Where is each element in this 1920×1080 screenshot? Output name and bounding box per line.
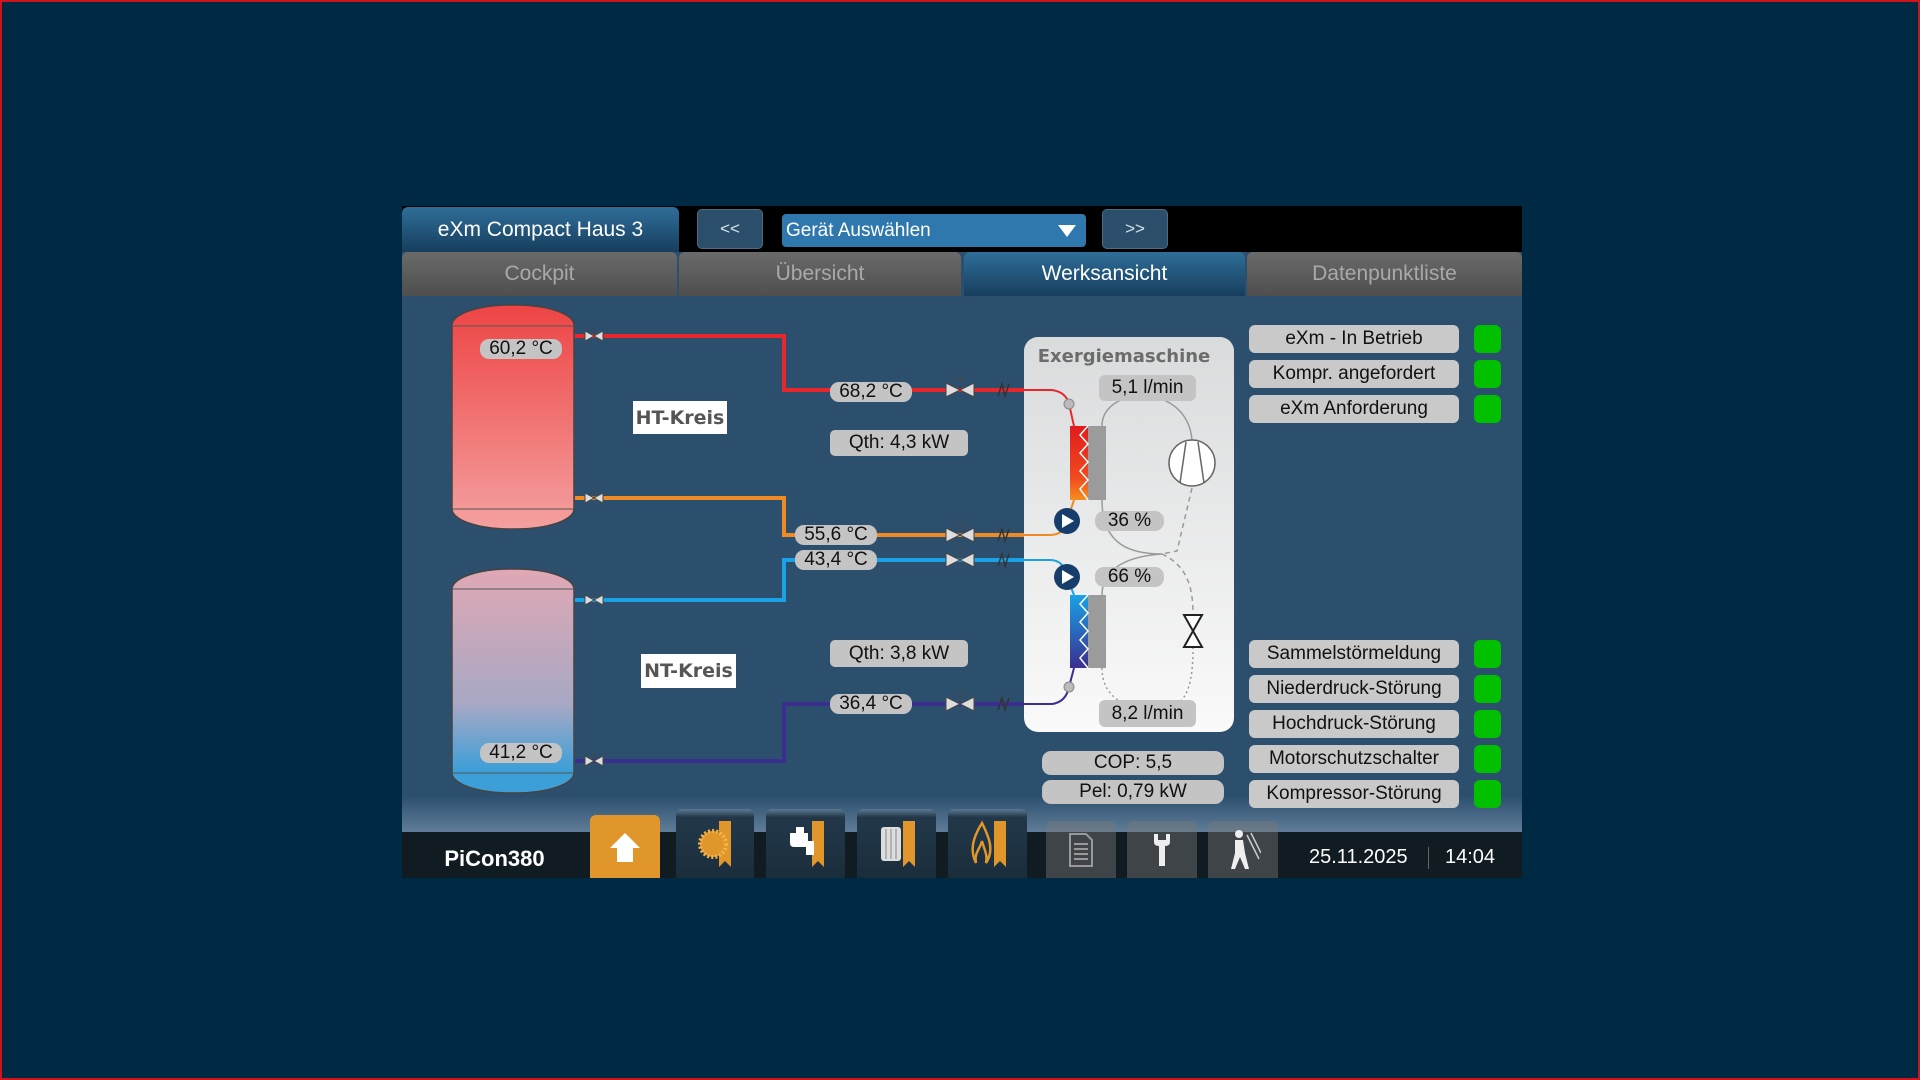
nt-return-temp: 36,4 °C: [830, 693, 912, 714]
status-led: [1474, 325, 1501, 353]
solar-button[interactable]: [676, 809, 754, 878]
machine-title: Exergiemaschine: [1037, 346, 1211, 367]
document-button[interactable]: [1046, 821, 1116, 878]
ht-tank-temp: 60,2 °C: [480, 338, 562, 359]
hydraulic-diagram: [451, 304, 1216, 794]
status-label: Hochdruck-Störung: [1249, 710, 1459, 738]
device-select-value: Gerät Auswählen: [786, 219, 931, 241]
nt-tank-temp: 41,2 °C: [480, 742, 562, 763]
nt-return-pipe: [575, 702, 1024, 763]
ht-circuit-label: HT-Kreis: [633, 401, 727, 434]
ht-storage-tank: [451, 304, 575, 530]
status-label: eXm Anforderung: [1249, 395, 1459, 423]
flow-top: 5,1 l/min: [1099, 375, 1196, 401]
date-display: 25.11.2025: [1309, 846, 1408, 868]
status-led: [1474, 780, 1501, 808]
expansion-valve-icon: [1182, 614, 1204, 648]
evaporator-heat-exchanger: [1070, 594, 1106, 669]
device-title: eXm Compact Haus 3: [402, 207, 679, 252]
status-label: Motorschutzschalter: [1249, 745, 1459, 773]
condenser-heat-exchanger: [1070, 425, 1106, 501]
time-display: 14:04: [1445, 846, 1496, 868]
exergiemaschine-box: [1024, 337, 1234, 732]
chimney-sweep-button[interactable]: [1208, 821, 1278, 878]
chimney-sweep-icon: [1231, 829, 1261, 869]
app-panel: eXm Compact Haus 3 << Gerät Auswählen >>…: [402, 206, 1522, 878]
tab-werksansicht[interactable]: Werksansicht: [964, 252, 1245, 296]
status-led: [1474, 360, 1501, 388]
tap-water-icon: [789, 820, 824, 867]
next-device-button[interactable]: >>: [1102, 209, 1168, 249]
device-select[interactable]: Gerät Auswählen: [782, 214, 1086, 247]
flow-bottom: 8,2 l/min: [1099, 700, 1196, 727]
nt-circuit-label: NT-Kreis: [641, 654, 736, 688]
status-label: Niederdruck-Störung: [1249, 675, 1459, 703]
previous-device-button[interactable]: <<: [697, 209, 763, 249]
sensor-icon: [1063, 681, 1075, 693]
nt-flow-temp: 43,4 °C: [795, 549, 877, 570]
hot-water-button[interactable]: [766, 809, 845, 878]
status-led: [1474, 710, 1501, 738]
tab-uebersicht[interactable]: Übersicht: [679, 252, 961, 296]
wrench-icon: [1154, 833, 1170, 866]
nt-storage-tank: [451, 568, 575, 794]
solar-icon: [698, 820, 731, 867]
ht-return-pipe: [575, 496, 1024, 537]
flame-icon: [970, 819, 1006, 867]
nt-power: Qth: 3,8 kW: [830, 640, 968, 667]
status-led: [1474, 640, 1501, 668]
status-label: eXm - In Betrieb: [1249, 325, 1459, 353]
chevron-down-icon: [1058, 225, 1076, 237]
radiator-icon: [880, 820, 915, 867]
flex-hose-symbols: [997, 381, 1010, 713]
cop-value: COP: 5,5: [1042, 751, 1224, 775]
ht-flow-pipe: [575, 334, 1024, 392]
nt-flow-pipe: [575, 558, 1024, 602]
status-label: Kompr. angefordert: [1249, 360, 1459, 388]
pump-nt-icon: [1054, 564, 1080, 590]
burner-button[interactable]: [948, 809, 1027, 878]
service-button[interactable]: [1127, 821, 1197, 878]
ht-power: Qth: 4,3 kW: [830, 430, 968, 456]
compressor-icon: [1168, 439, 1216, 487]
pump-ht-icon: [1054, 508, 1080, 534]
pump-ht-speed: 36 %: [1095, 510, 1164, 531]
status-label: Kompressor-Störung: [1249, 780, 1459, 808]
status-led: [1474, 745, 1501, 773]
heating-button[interactable]: [857, 809, 936, 878]
tab-cockpit[interactable]: Cockpit: [402, 252, 677, 296]
status-label: Sammelstörmeldung: [1249, 640, 1459, 668]
status-led: [1474, 675, 1501, 703]
brand-label: PiCon380: [444, 846, 545, 871]
document-icon: [1069, 832, 1093, 867]
ht-flow-temp: 68,2 °C: [830, 381, 912, 402]
pel-value: Pel: 0,79 kW: [1042, 780, 1224, 804]
home-button[interactable]: [590, 815, 660, 878]
shutoff-valves: [584, 328, 975, 767]
home-icon: [610, 832, 640, 862]
tab-datenpunktliste[interactable]: Datenpunktliste: [1247, 252, 1522, 296]
pump-nt-speed: 66 %: [1095, 566, 1164, 587]
sensor-icon: [1063, 398, 1075, 410]
date-time-separator: [1428, 847, 1429, 869]
ht-return-temp: 55,6 °C: [795, 524, 877, 545]
status-led: [1474, 395, 1501, 423]
